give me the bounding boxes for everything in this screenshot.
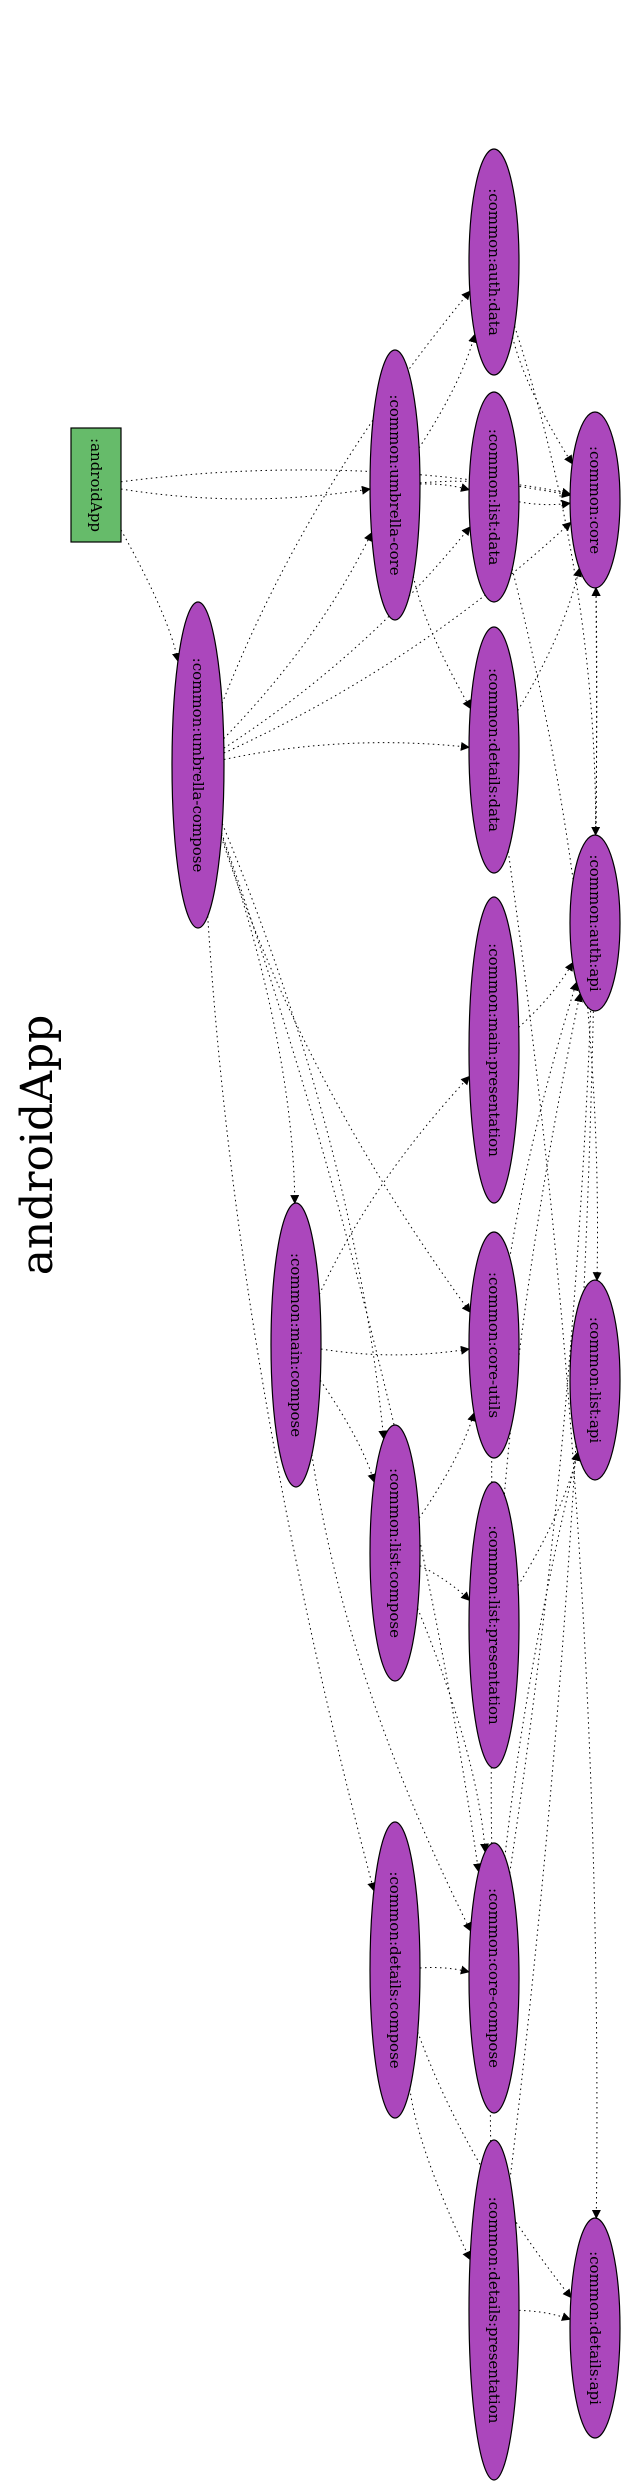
edge-umbrella_compose-to-core (223, 521, 572, 754)
edges-layer (120, 290, 602, 2321)
edge-details_compose-to-details_presentation (409, 2088, 471, 2261)
edge-umbrella_core-to-list_data (419, 483, 470, 492)
node-label: :common:list:data (485, 429, 503, 566)
node-ellipse (468, 1231, 520, 1459)
node-ellipse (468, 626, 520, 874)
node-label: :common:details:presentation (485, 2197, 503, 2424)
graph-title: androidApp (12, 1015, 63, 1276)
node-ellipse (468, 896, 520, 1204)
node-auth-data: :common:auth:data (468, 148, 520, 376)
edge-androidApp-to-core (120, 469, 571, 499)
node-ellipse (569, 411, 621, 589)
node-core-compose: :common:core-compose (468, 1842, 520, 2114)
edge-umbrella_compose-to-details_data (223, 741, 470, 760)
node-details-compose: :common:details:compose (369, 1821, 421, 2119)
node-ellipse (569, 1279, 621, 1481)
node-details-presentation: :common:details:presentation (468, 2139, 520, 2481)
node-label: :common:core (586, 446, 604, 554)
node-label: :androidApp (87, 438, 105, 532)
node-umbrella-core: :common:umbrella-core (369, 349, 421, 621)
edge-umbrella_compose-to-core_compose (221, 832, 482, 1873)
edge-umbrella_compose-to-auth_data (221, 290, 471, 704)
node-box (70, 427, 122, 543)
edge-details_presentation-to-core (509, 587, 601, 2180)
node-list-api: :common:list:api (569, 1279, 621, 1481)
node-ellipse (468, 1481, 520, 1769)
node-umbrella-compose: :common:umbrella-compose (171, 601, 225, 929)
node-ellipse (468, 148, 520, 376)
nodes-layer: :androidApp :common:umbrella-compose :comm… (70, 148, 621, 2481)
edge-details_data-to-details_api (507, 851, 601, 2219)
edge-main_compose-to-list_compose (319, 1379, 377, 1483)
edge-list_data-to-core (518, 499, 571, 509)
edge-main_presentation-to-auth_api (518, 961, 574, 1028)
edge-list_compose-to-core_utils (418, 1412, 477, 1519)
edge-main_compose-to-core_utils (320, 1345, 470, 1356)
node-ellipse (569, 2217, 621, 2439)
edge-umbrella_compose-to-list_compose (221, 823, 388, 1440)
edge-details_data-to-core (517, 567, 582, 711)
edge-umbrella_compose-to-list_data (223, 526, 471, 749)
edge-details_presentation-to-list_api (489, 1451, 581, 2142)
node-core: :common:core (569, 411, 621, 589)
node-ellipse (468, 1842, 520, 2114)
node-list-data: :common:list:data (468, 391, 520, 603)
edge-details_presentation-to-details_api (518, 2309, 571, 2321)
node-label: :common:core-compose (485, 1888, 503, 2068)
edge-umbrella_compose-to-details_compose (207, 916, 377, 1892)
node-label: :common:list:api (586, 1317, 604, 1444)
node-label: :common:details:compose (386, 1871, 404, 2068)
node-ellipse (369, 1424, 421, 1682)
node-main-compose: :common:main:compose (270, 1202, 322, 1488)
node-label: :common:main:presentation (485, 943, 503, 1157)
edge-umbrella_compose-to-core_utils (220, 836, 471, 1313)
node-ellipse (171, 601, 225, 929)
node-auth-api: :common:auth:api (569, 834, 621, 1012)
edge-umbrella_compose-to-umbrella_core (223, 531, 373, 739)
edge-umbrella_core-to-details_data (412, 576, 471, 710)
edge-auth_data-to-auth_api (514, 326, 601, 836)
edge-list_presentation-to-list_api (517, 1451, 581, 1587)
node-ellipse (369, 1821, 421, 2119)
node-ellipse (569, 834, 621, 1012)
edge-androidApp-to-umbrella_core (120, 485, 371, 500)
node-label: :common:list:compose (386, 1468, 404, 1638)
node-label: :common:umbrella-core (386, 394, 404, 575)
edge-core_compose-to-core (509, 587, 601, 1874)
node-ellipse (369, 349, 421, 621)
node-label: :common:auth:data (485, 188, 503, 336)
node-list-compose: :common:list:compose (369, 1424, 421, 1682)
node-label: :common:details:api (586, 2251, 604, 2405)
node-details-api: :common:details:api (569, 2217, 621, 2439)
edge-details_compose-to-core_compose (419, 1965, 470, 1975)
edge-umbrella_core-to-auth_data (418, 333, 478, 449)
node-ellipse (468, 391, 520, 603)
node-main-presentation: :common:main:presentation (468, 896, 520, 1204)
node-label: :common:auth:api (586, 854, 604, 992)
edge-main_compose-to-main_presentation (318, 1075, 471, 1295)
node-label: :common:core-utils (485, 1272, 503, 1418)
node-ellipse (468, 2139, 520, 2481)
node-label: :common:details:data (485, 668, 503, 832)
node-label: :common:list:presentation (485, 1525, 503, 1725)
node-label: :common:main:compose (287, 1253, 305, 1437)
edge-auth_data-to-core (512, 337, 573, 465)
edge-umbrella_compose-to-main_compose (221, 834, 300, 1205)
node-list-presentation: :common:list:presentation (468, 1481, 520, 1769)
node-details-data: :common:details:data (468, 626, 520, 874)
node-label: :common:umbrella-compose (189, 658, 207, 873)
node-core-utils: :common:core-utils (468, 1231, 520, 1459)
edge-androidApp-to-umbrella_compose (120, 529, 181, 663)
node-androidApp: :androidApp (70, 427, 122, 543)
node-ellipse (270, 1202, 322, 1488)
edge-list_compose-to-list_presentation (419, 1565, 471, 1601)
